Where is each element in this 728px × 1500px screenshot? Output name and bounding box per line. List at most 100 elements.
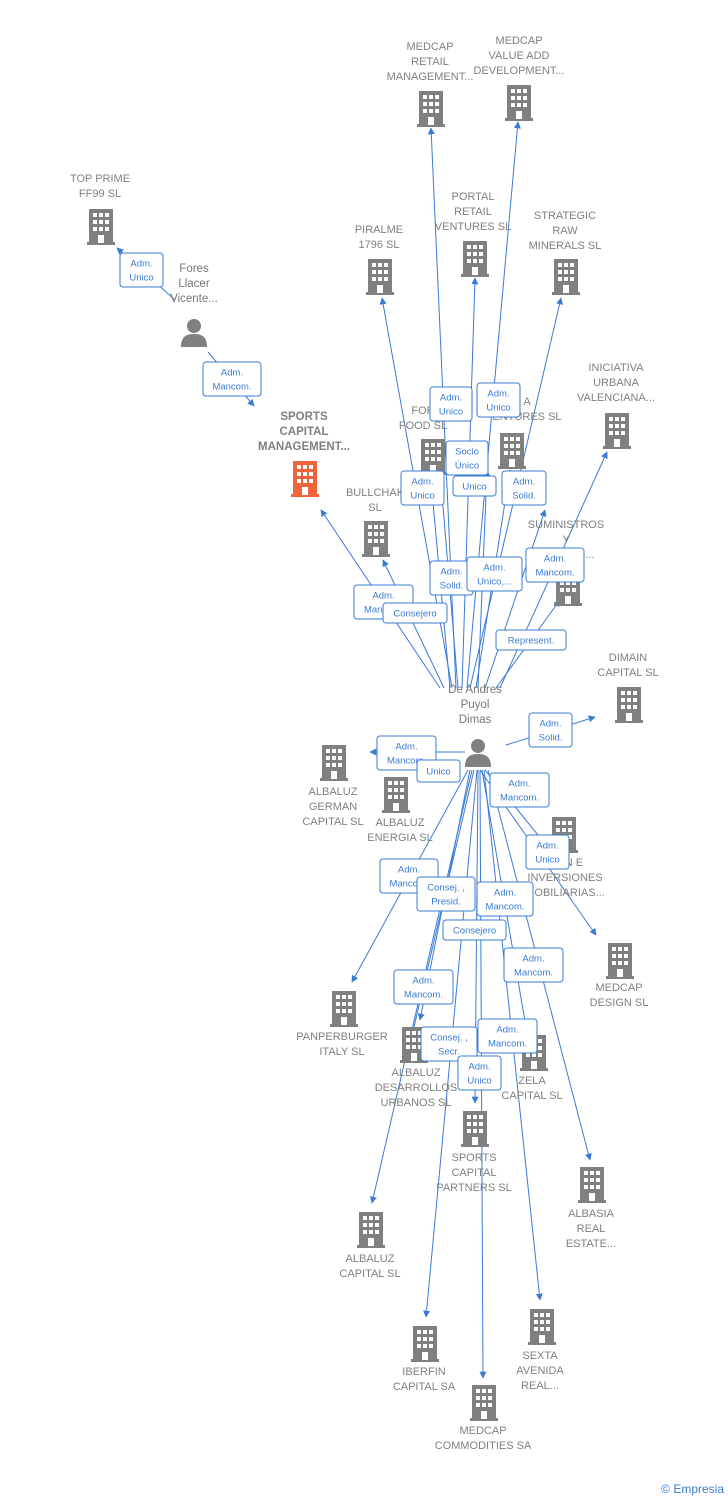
edge-label-line: Adm. <box>522 954 544 965</box>
edge-label-e-adm-mancom-mid[interactable]: Adm.Mancom. <box>476 881 534 917</box>
edge-label-box <box>202 361 262 397</box>
node-label-line: BULLCHAK <box>346 487 405 499</box>
edge-label-e-represent[interactable]: Represent. <box>495 629 567 651</box>
edge-label-e-consejero-top[interactable]: Consejero <box>382 602 448 624</box>
node-label-line: ALBALUZ <box>309 786 358 798</box>
edge-label-text: Adm.Mancom. <box>500 779 539 804</box>
node-label-line: MANAGEMENT... <box>387 71 474 83</box>
edge-label-e-adm-mancom-sumin[interactable]: Adm.Mancom. <box>525 547 585 583</box>
node-label-line: VALUE ADD <box>489 50 550 62</box>
edge-label-box <box>442 919 507 941</box>
edge-label-box <box>416 876 476 912</box>
edge-label-e-adm-mancom-inv[interactable]: Adm.Mancom. <box>489 772 550 808</box>
edge-label-text: Consej. ,Presid. <box>427 883 465 908</box>
edge-label-box <box>457 1055 502 1091</box>
edge-label-e-unico-energia[interactable]: Unico <box>416 759 461 783</box>
edge-label-line: Unico <box>439 407 463 418</box>
node-inversiones[interactable]: ...ON EINVERSIONES...OBILIARIAS... <box>525 817 605 899</box>
edge-label-text: Adm.Solid. <box>440 567 464 592</box>
edge-label-e-adm-unico-mid[interactable]: Adm.Unico,... <box>466 556 523 592</box>
edge-label-box <box>495 629 567 651</box>
node-label-line: DESARROLLOS <box>375 1082 458 1094</box>
node-label-line: FF99 SL <box>79 188 121 200</box>
node-label-line: CAPITAL SL <box>597 667 658 679</box>
node-label-line: IBERFIN <box>402 1366 445 1378</box>
edge-label-e-unico-plain[interactable]: Unico <box>452 475 497 497</box>
building-icon <box>615 687 643 723</box>
edge-label-e-consej-secr[interactable]: Consej. ,Secr. <box>420 1026 478 1062</box>
edge-label-e-adm-unico-left[interactable]: Adm.Unico <box>400 470 445 506</box>
edge-label-e-adm-mancom-albcap[interactable]: Adm. Mancom. <box>393 969 454 1005</box>
edge-label-e-fores-topprime[interactable]: Adm.Unico <box>119 252 164 288</box>
node-label-line: URBANOS SL <box>381 1097 452 1109</box>
building-icon <box>528 1309 556 1345</box>
edge-label-e-adm-mancom-zela[interactable]: Adm.Mancom. <box>477 1018 538 1054</box>
building-icon <box>291 461 319 497</box>
edge-label-e-adm-solid-dimain[interactable]: Adm.Solid. <box>528 712 573 748</box>
edge-label-e-food-unico[interactable]: Adm.Unico <box>429 386 473 422</box>
edge-label-box <box>466 556 523 592</box>
edge-label-line: Mancom. <box>404 990 443 1001</box>
edge-label-box <box>501 470 547 506</box>
node-label-line: DESIGN SL <box>590 997 649 1009</box>
building-icon <box>320 745 348 781</box>
node-label-line: URBANA <box>593 377 640 389</box>
edge-label-text: Adm.Mancom. <box>514 954 553 979</box>
edge-label-text: Consejero <box>453 926 496 937</box>
edge-label-line: Adm. <box>412 976 434 987</box>
edge-label-box <box>476 382 521 418</box>
edge-label-e-adm-unico-design[interactable]: Adm.Unico <box>525 834 570 870</box>
edge-label-box <box>119 252 164 288</box>
edge-label-e-consej-presid[interactable]: Consej. ,Presid. <box>416 876 476 912</box>
edge-label-line: Adm. <box>395 742 417 753</box>
edge-label-e-ventures-unico[interactable]: Adm.Unico <box>476 382 521 418</box>
edge-label-e-fores-sports[interactable]: Adm.Mancom. <box>202 361 262 397</box>
edge-label-e-adm-mancom-albasia[interactable]: Adm.Mancom. <box>503 947 564 983</box>
edge-label-box <box>525 547 585 583</box>
edge-label-text: Adm.Mancom. <box>212 368 251 393</box>
edge-label-line: Consej. , <box>430 1033 468 1044</box>
edge-label-e-consejero-low[interactable]: Consejero <box>442 919 507 941</box>
edge-label-box <box>489 772 550 808</box>
building-icon <box>461 1111 489 1147</box>
edge-label-e-adm-solid-right[interactable]: Adm.Solid. <box>501 470 547 506</box>
person-icon <box>465 739 491 767</box>
edge-label-line: Presid. <box>431 897 461 908</box>
edge-label-e-adm-unico-partners[interactable]: Adm.Unico <box>457 1055 502 1091</box>
edge-label-text: Adm.Mancom. <box>535 554 574 579</box>
edge-label-text: Adm.Unico <box>439 393 463 418</box>
